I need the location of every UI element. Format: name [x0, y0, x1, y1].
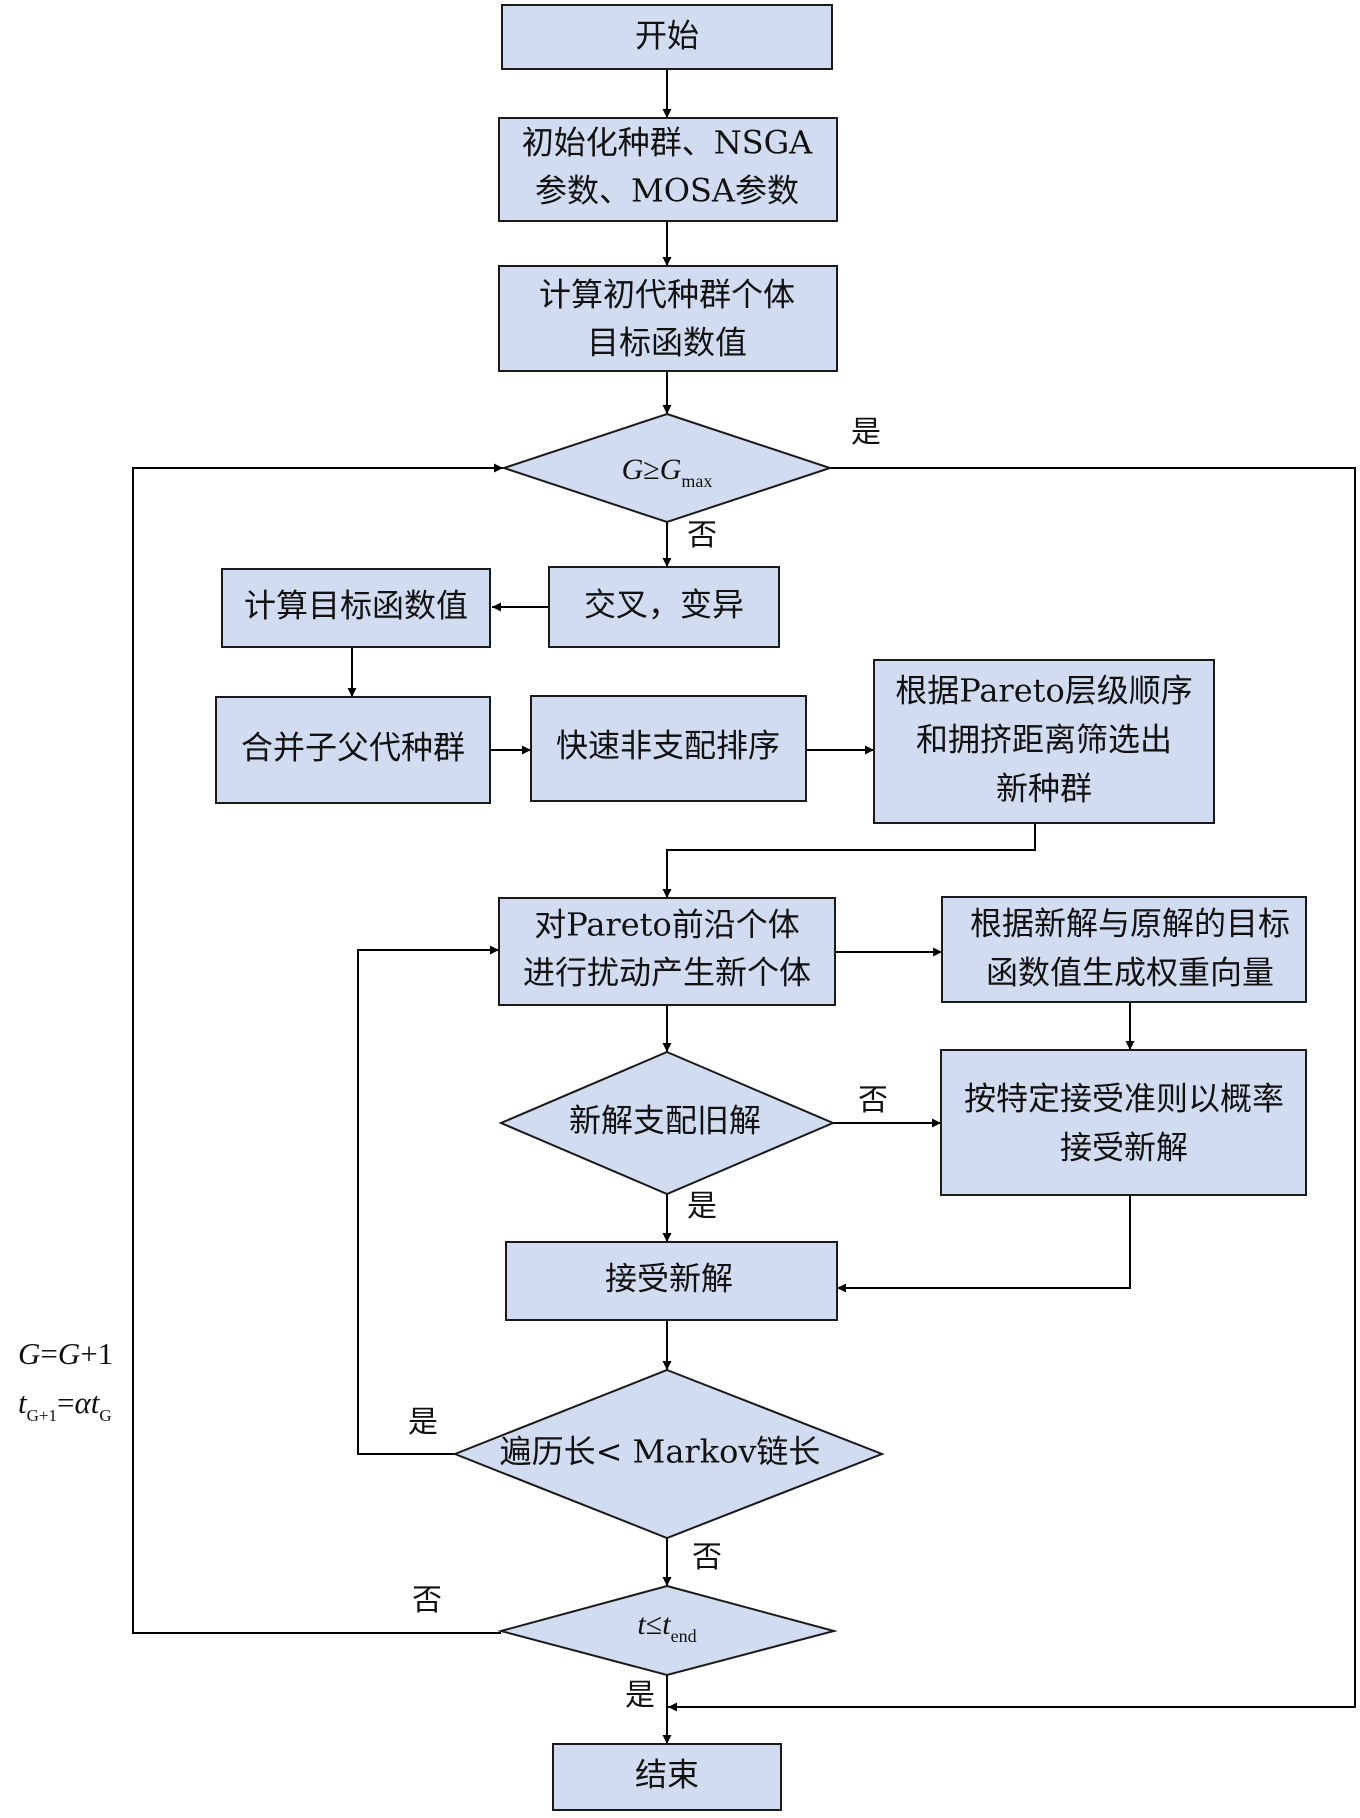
label-condmarkov-yes: 是: [408, 1405, 438, 1440]
generation-condition-diamond: G≥Gmax: [500, 412, 834, 524]
select-population-label-line1: 根据Pareto层级顺序: [895, 672, 1193, 710]
crossover-mutation-label: 交叉，变异: [584, 586, 744, 624]
label-conddom-no: 否: [858, 1083, 888, 1118]
nondominated-sort-node: 快速非支配排序: [530, 695, 807, 802]
select-population-label-line2: 和拥挤距离筛选出: [916, 721, 1172, 759]
weight-vector-label-line1: 根据新解与原解的目标: [970, 905, 1290, 943]
dominance-condition-diamond: 新解支配旧解: [498, 1050, 836, 1196]
start-node: 开始: [501, 4, 833, 70]
accept-probability-label-line1: 按特定接受准则以概率: [964, 1080, 1284, 1118]
eval-objective-label: 计算目标函数值: [244, 587, 468, 625]
nondominated-sort-label: 快速非支配排序: [556, 727, 780, 765]
merge-population-label: 合并子父代种群: [241, 729, 465, 767]
init-params-node: 初始化种群、NSGA 参数、MOSA参数: [498, 117, 838, 222]
update-rule-line2: tG+1=αtG: [18, 1385, 112, 1425]
eval-initial-node: 计算初代种群个体 目标函数值: [498, 265, 838, 372]
edge-select-perturb: [662, 823, 1036, 898]
edge-condmarkov-yes-perturb: [357, 945, 499, 1455]
init-params-label-line1: 初始化种群、NSGA: [522, 124, 813, 162]
edges: [132, 69, 1356, 1744]
eval-objective-node: 计算目标函数值: [221, 568, 491, 648]
start-node-label: 开始: [635, 17, 699, 55]
perturb-label-line2: 进行扰动产生新个体: [523, 954, 811, 992]
edge-condtemp-no-condgen: [132, 463, 503, 1634]
perturb-node: 对Pareto前沿个体 进行扰动产生新个体: [498, 897, 836, 1006]
update-rule-annotation: G=G+1 tG+1=αtG: [18, 1336, 113, 1425]
edge-labels: 是 否 否 是 是 否 否 是: [408, 415, 888, 1713]
markov-condition-label: 遍历长< Markov链长: [500, 1433, 821, 1471]
accept-probability-label-line2: 接受新解: [1060, 1129, 1188, 1167]
eval-initial-label-line2: 目标函数值: [587, 324, 747, 362]
eval-initial-label-line1: 计算初代种群个体: [539, 276, 795, 314]
accept-solution-node: 接受新解: [505, 1241, 838, 1321]
end-node-label: 结束: [635, 1756, 699, 1794]
label-condmarkov-no: 否: [692, 1540, 722, 1575]
generation-condition-label: G≥Gmax: [622, 453, 713, 491]
edge-condgen-yes-end: [668, 467, 1356, 1712]
select-population-node: 根据Pareto层级顺序 和拥挤距离筛选出 新种群: [873, 659, 1215, 824]
label-conddom-yes: 是: [687, 1189, 717, 1224]
crossover-mutation-node: 交叉，变异: [548, 566, 780, 648]
end-node: 结束: [552, 1743, 782, 1811]
weight-vector-node: 根据新解与原解的目标 函数值生成权重向量: [941, 896, 1307, 1003]
select-population-label-line3: 新种群: [996, 770, 1092, 808]
accept-probability-node: 按特定接受准则以概率 接受新解: [940, 1049, 1307, 1196]
merge-population-node: 合并子父代种群: [215, 696, 491, 804]
dominance-condition-label: 新解支配旧解: [569, 1102, 761, 1140]
weight-vector-label-line2: 函数值生成权重向量: [986, 954, 1274, 992]
temperature-condition-label: t≤tend: [637, 1608, 696, 1646]
edge-acceptprob-accept: [837, 1195, 1131, 1293]
perturb-label-line1: 对Pareto前沿个体: [534, 906, 800, 944]
label-condgen-yes: 是: [851, 415, 881, 450]
accept-solution-label: 接受新解: [605, 1260, 733, 1298]
init-params-label-line2: 参数、MOSA参数: [535, 172, 799, 210]
label-condtemp-yes: 是: [625, 1678, 655, 1713]
label-condgen-no: 否: [687, 518, 717, 553]
temperature-condition-diamond: t≤tend: [497, 1584, 838, 1677]
markov-condition-diamond: 遍历长< Markov链长: [452, 1368, 885, 1540]
label-condtemp-no: 否: [412, 1583, 442, 1618]
update-rule-line1: G=G+1: [18, 1336, 113, 1371]
